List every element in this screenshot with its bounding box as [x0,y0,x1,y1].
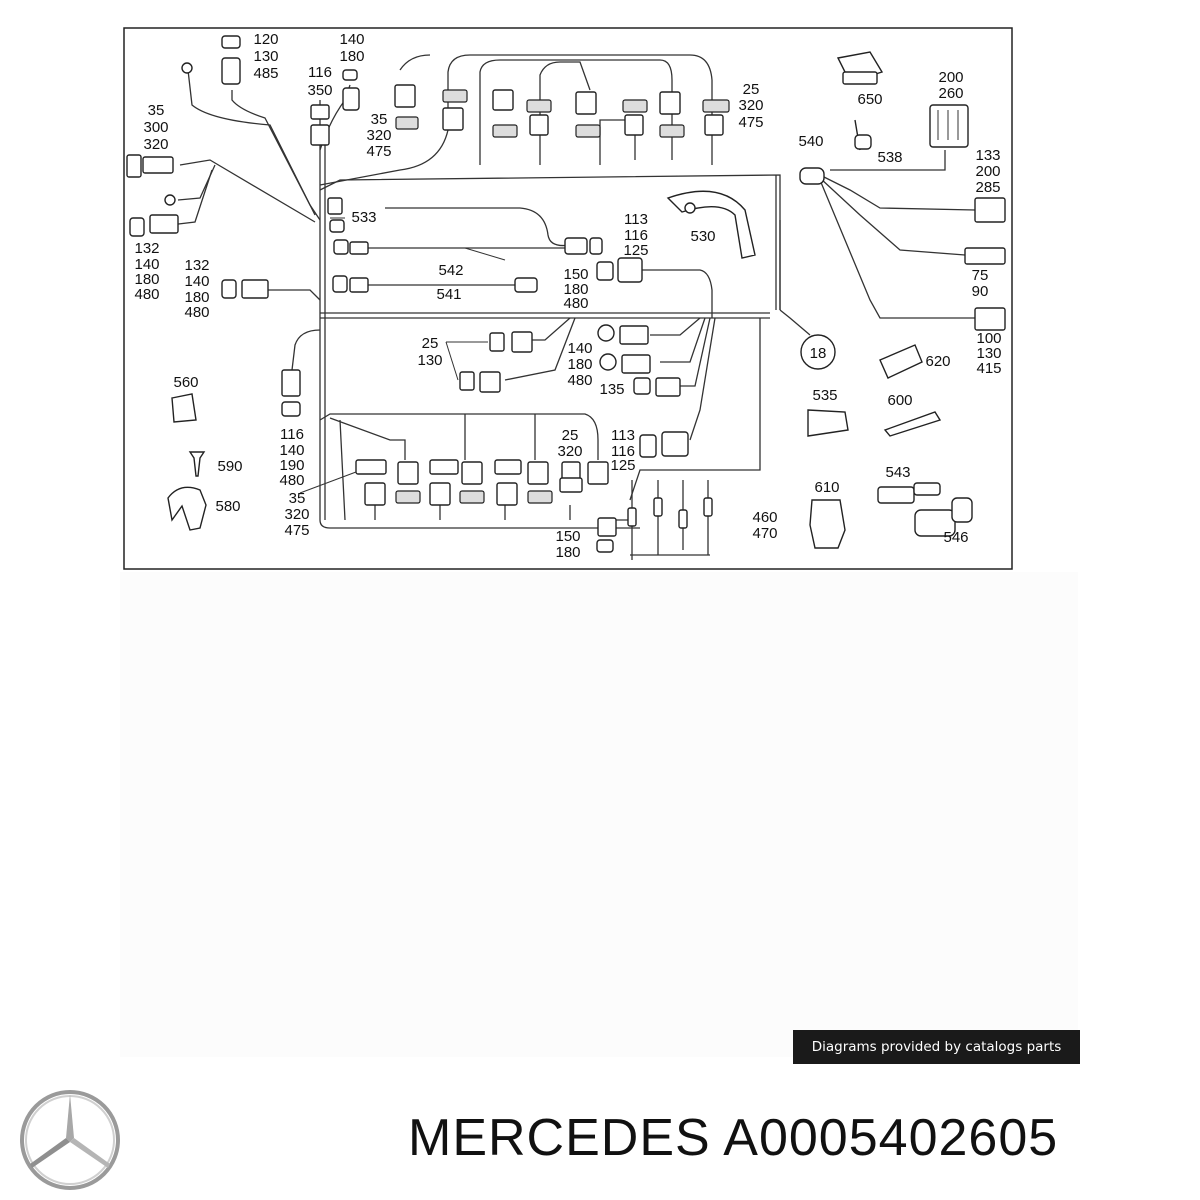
label-l26: 560 [173,374,198,391]
label-l39: 546 [943,529,968,546]
part-title: MERCEDES A0005402605 [408,1109,1059,1167]
label-l14: 530 [690,228,715,245]
label-l36: 610 [814,479,839,496]
label-l27: 135 [599,381,624,398]
label-l37: 580 [215,498,240,515]
label-l12: 533 [351,209,376,226]
mercedes-star-icon [20,1090,120,1190]
label-l10: 538 [877,149,902,166]
label-l28: 535 [812,387,837,404]
diagram-panel-lower [120,572,1078,1057]
label-l29: 600 [887,392,912,409]
label-l7: 650 [857,91,882,108]
label-l9: 540 [798,133,823,150]
diagram-credit-banner: Diagrams provided by catalogs parts [793,1030,1080,1064]
label-l16: 542 [438,262,463,279]
label-l34: 543 [885,464,910,481]
label-leader-lines [299,217,506,494]
label-l25: 620 [925,353,950,370]
label-l24: 18 [810,345,827,362]
label-l33: 590 [217,458,242,475]
connector-components [126,35,1006,553]
label-l18: 541 [436,286,461,303]
